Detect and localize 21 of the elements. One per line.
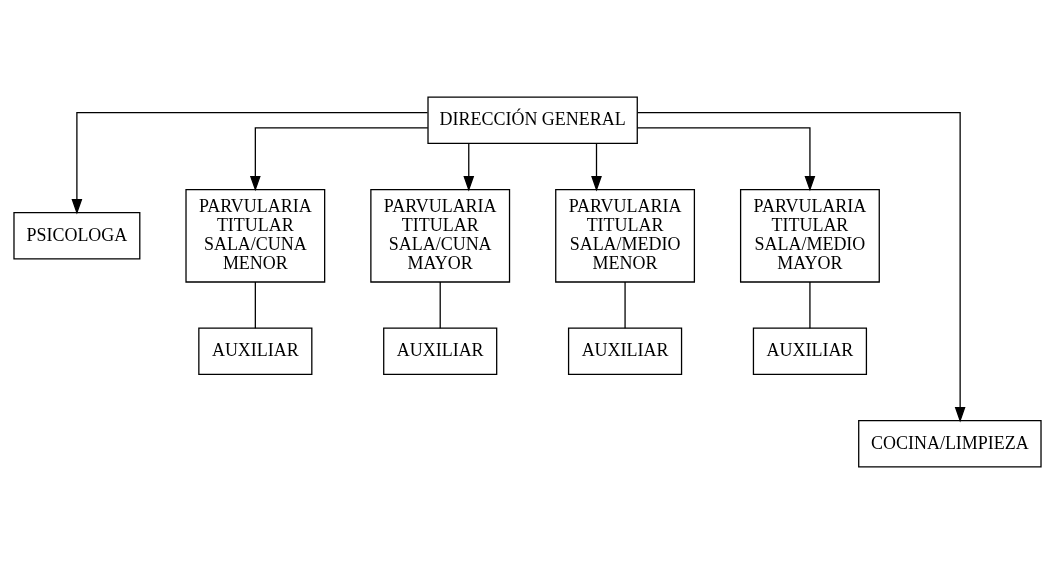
node-box: PARVULARIA TITULAR SALA/MEDIO MAYOR <box>739 188 880 283</box>
arrow <box>591 143 602 192</box>
arrow <box>71 111 429 215</box>
node-box: DIRECCIÓN GENERAL <box>427 96 638 144</box>
node-box: AUXILIAR <box>567 327 683 376</box>
arrow <box>636 127 816 192</box>
node-box: COCINA/LIMPIEZA <box>858 420 1042 468</box>
connector <box>624 281 626 329</box>
connector <box>809 281 811 329</box>
arrow <box>637 111 966 423</box>
node-box: AUXILIAR <box>198 327 313 376</box>
node-box: PSICOLOGA <box>13 212 141 260</box>
node-box: PARVULARIA TITULAR SALA/MEDIO MENOR <box>555 188 696 283</box>
node-box: AUXILIAR <box>752 327 868 376</box>
connector <box>254 281 256 329</box>
arrow <box>249 127 429 192</box>
node-box: PARVULARIA TITULAR SALA/CUNA MAYOR <box>370 188 511 283</box>
connector <box>439 281 441 329</box>
arrow <box>463 143 475 192</box>
node-box: PARVULARIA TITULAR SALA/CUNA MENOR <box>185 188 326 283</box>
node-box: AUXILIAR <box>383 327 498 376</box>
